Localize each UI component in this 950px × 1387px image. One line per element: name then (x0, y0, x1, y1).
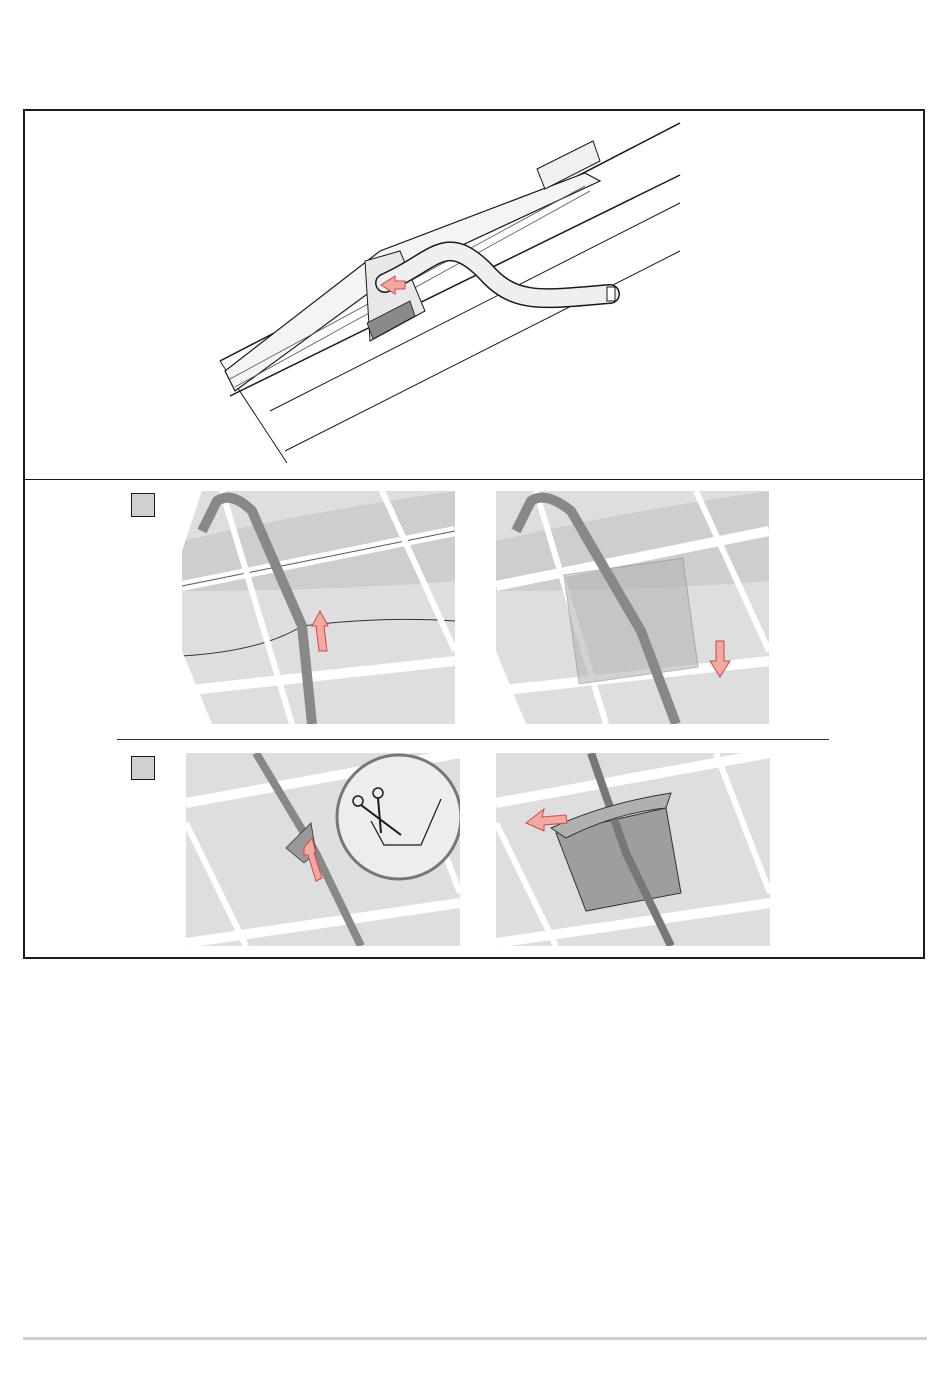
step-divider (117, 739, 829, 740)
figure-frame (23, 109, 925, 959)
step-2-panel-a (186, 753, 460, 946)
roof-section-illustration (25, 111, 923, 481)
step-2-marker (131, 756, 155, 780)
step-1-marker (131, 493, 155, 517)
step-2-panel-b (496, 753, 770, 946)
step-1-panel-a (182, 491, 455, 724)
section-divider (25, 479, 923, 480)
step-1-panel-b (496, 491, 769, 724)
footer-rule (23, 1337, 927, 1340)
